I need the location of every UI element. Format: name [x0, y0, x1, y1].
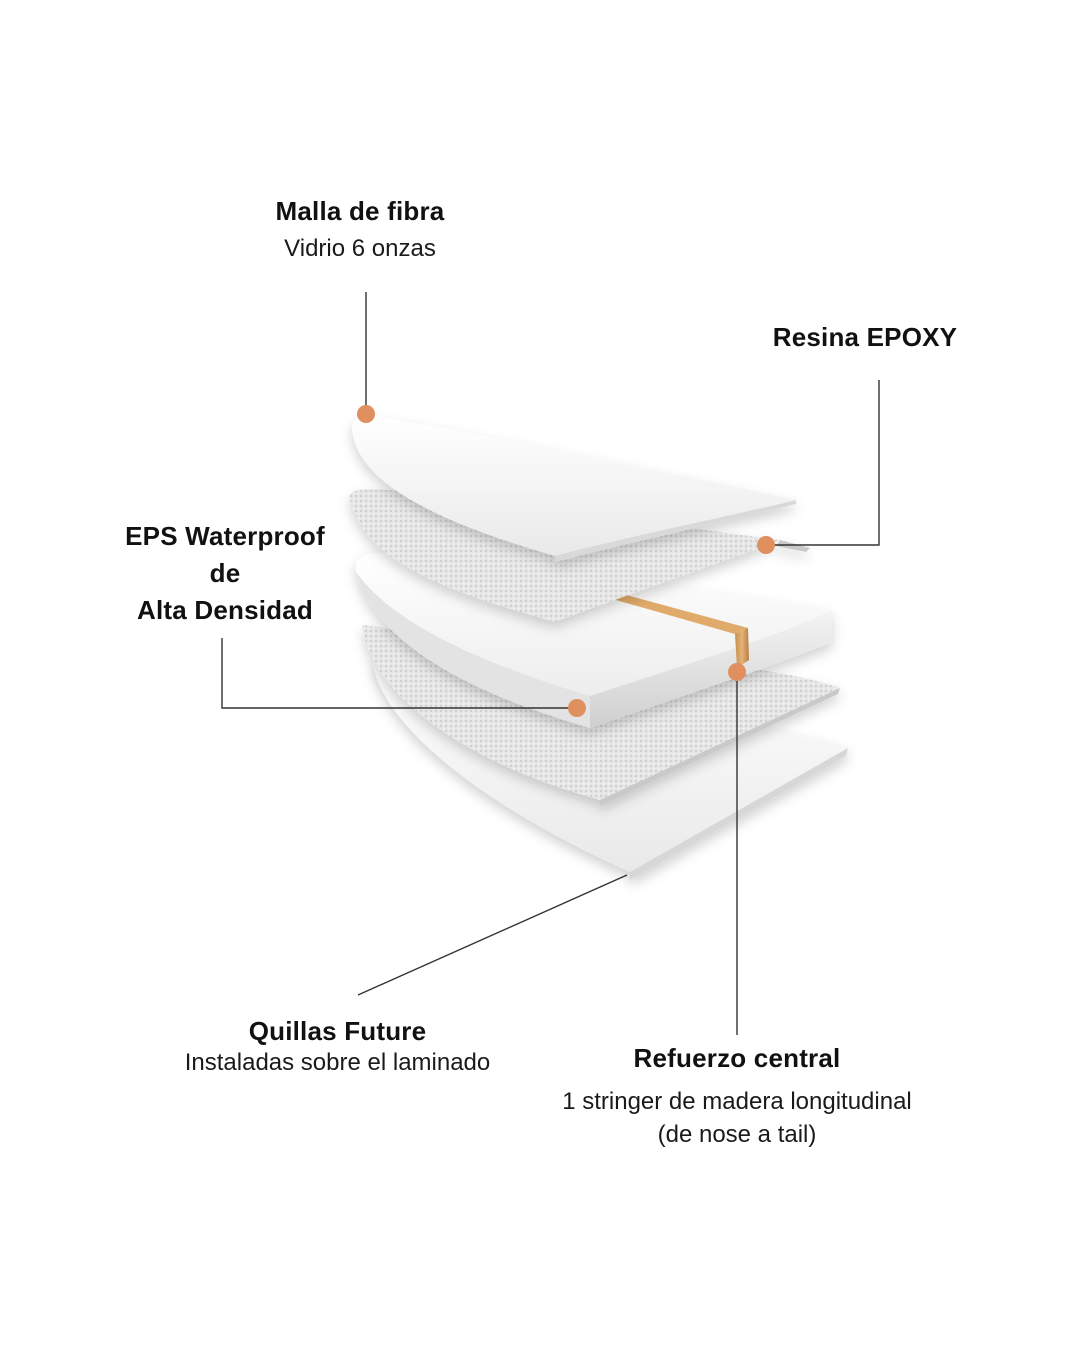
label-fiber-title: Malla de fibra	[275, 196, 445, 226]
callout-dots	[357, 405, 775, 717]
leader-resin	[766, 380, 880, 546]
label-eps-line3: Alta Densidad	[137, 595, 313, 625]
label-stringer-title: Refuerzo central	[633, 1043, 841, 1073]
label-stringer: Refuerzo central 1 stringer de madera lo…	[527, 1043, 947, 1150]
wood-stringer	[595, 590, 749, 668]
label-eps-line1: EPS Waterproof	[125, 521, 325, 551]
leader-eps	[221, 638, 577, 709]
leader-lines	[221, 292, 880, 1035]
label-resin: Resina EPOXY	[740, 322, 990, 353]
label-fins-title: Quillas Future	[248, 1016, 427, 1046]
label-eps-line2: de	[209, 558, 241, 588]
label-fiber-sub: Vidrio 6 onzas	[284, 235, 436, 263]
dot-fiber	[357, 405, 375, 423]
leader-fins	[357, 874, 628, 996]
dot-eps	[568, 699, 586, 717]
label-stringer-sub2: (de nose a tail)	[657, 1120, 817, 1148]
dot-resin	[757, 536, 775, 554]
label-stringer-sub1: 1 stringer de madera longitudinal	[562, 1088, 912, 1116]
top-skin-layer	[352, 416, 796, 562]
label-eps: EPS Waterproof de Alta Densidad	[95, 518, 355, 629]
label-resin-title: Resina EPOXY	[772, 322, 958, 352]
label-fins: Quillas Future Instaladas sobre el lamin…	[150, 1016, 525, 1078]
dot-stringer	[728, 663, 746, 681]
label-fiber: Malla de fibra Vidrio 6 onzas	[210, 196, 510, 264]
label-fins-sub: Instaladas sobre el laminado	[184, 1049, 491, 1077]
